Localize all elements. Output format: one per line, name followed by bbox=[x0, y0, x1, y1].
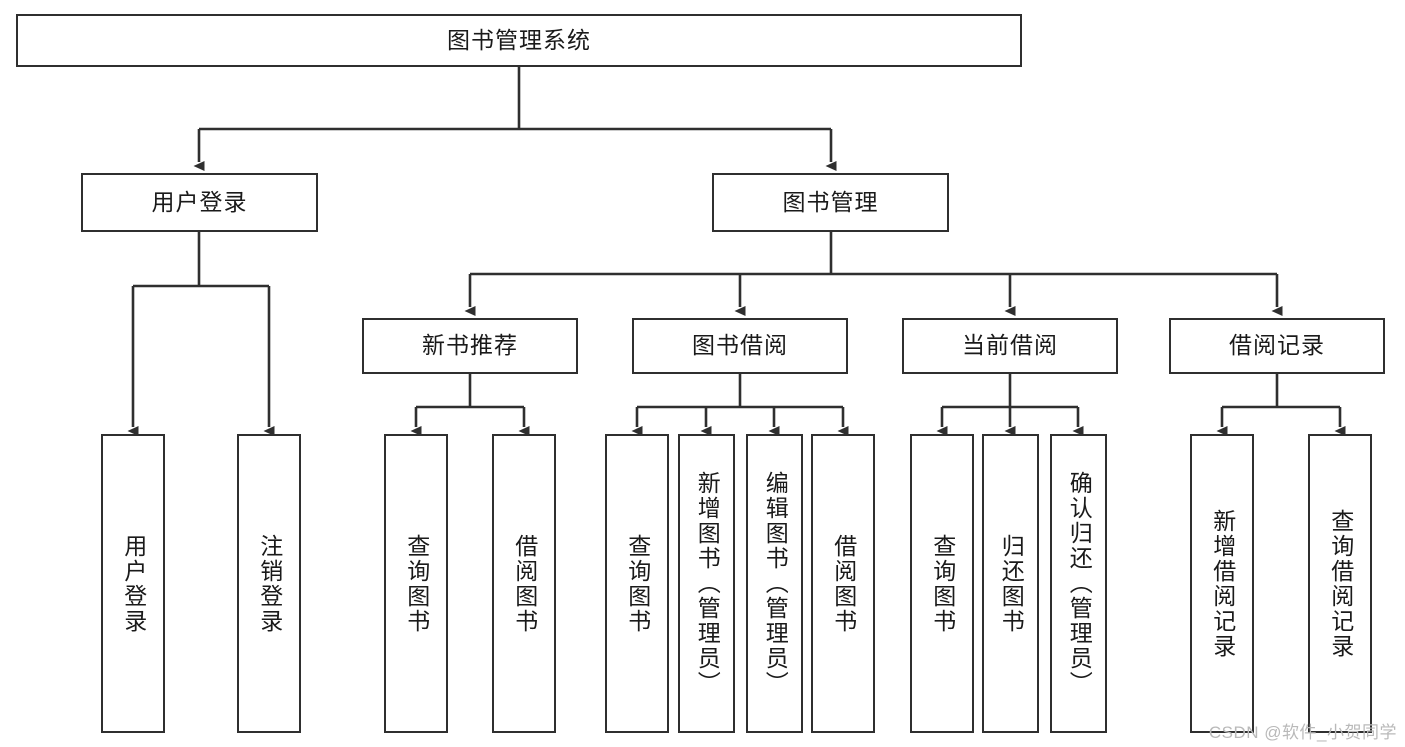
leaf-user-login-signout[interactable]: 注销登录 bbox=[237, 434, 301, 733]
leaf-user-login-signin[interactable]: 用户登录 bbox=[101, 434, 165, 733]
node-book-borrow[interactable]: 图书借阅 bbox=[632, 318, 848, 374]
leaf-current-borrow-return[interactable]: 归还图书 bbox=[982, 434, 1039, 733]
leaf-current-borrow-confirm-admin[interactable]: 确认归还（管理员） bbox=[1050, 434, 1107, 733]
leaf-book-borrow-borrow[interactable]: 借阅图书 bbox=[811, 434, 875, 733]
leaf-borrow-record-add[interactable]: 新增借阅记录 bbox=[1190, 434, 1254, 733]
leaf-book-borrow-query[interactable]: 查询图书 bbox=[605, 434, 669, 733]
node-current-borrow[interactable]: 当前借阅 bbox=[902, 318, 1118, 374]
node-borrow-record[interactable]: 借阅记录 bbox=[1169, 318, 1385, 374]
leaf-current-borrow-query[interactable]: 查询图书 bbox=[910, 434, 974, 733]
leaf-book-borrow-edit-admin[interactable]: 编辑图书（管理员） bbox=[746, 434, 803, 733]
node-user-login[interactable]: 用户登录 bbox=[81, 173, 318, 232]
leaf-borrow-record-query[interactable]: 查询借阅记录 bbox=[1308, 434, 1372, 733]
leaf-new-book-borrow[interactable]: 借阅图书 bbox=[492, 434, 556, 733]
node-new-book-recommend[interactable]: 新书推荐 bbox=[362, 318, 578, 374]
watermark-text: CSDN @软件_小贺同学 bbox=[1208, 723, 1397, 742]
leaf-new-book-query[interactable]: 查询图书 bbox=[384, 434, 448, 733]
node-root-system[interactable]: 图书管理系统 bbox=[16, 14, 1022, 67]
leaf-book-borrow-add-admin[interactable]: 新增图书（管理员） bbox=[678, 434, 735, 733]
node-book-management[interactable]: 图书管理 bbox=[712, 173, 949, 232]
